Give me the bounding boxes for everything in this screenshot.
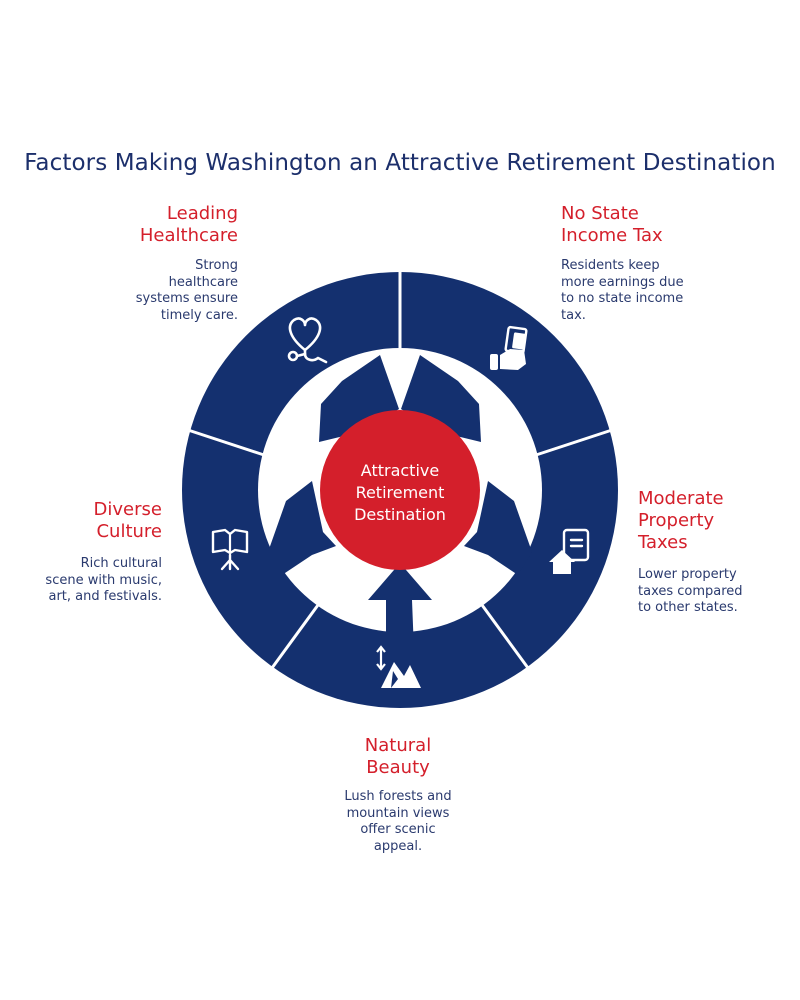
factor-heading-property-taxes: Moderate Property Taxes — [638, 488, 724, 553]
inward-arrows — [268, 355, 532, 651]
arrow-culture — [268, 481, 336, 575]
factor-heading-healthcare: Leading Healthcare — [139, 203, 238, 246]
factor-description-natural-beauty: Lush forests and mountain views offer sc… — [344, 789, 452, 854]
factor-description-culture: Rich cultural scene with music, art, and… — [45, 556, 162, 604]
factor-heading-culture: Diverse Culture — [93, 499, 162, 542]
hand-money-icon — [490, 325, 528, 370]
heart-stethoscope-icon — [287, 317, 328, 364]
center-label-line: Retirement — [355, 483, 445, 502]
house-document-icon — [549, 528, 590, 574]
center-hub — [320, 410, 480, 570]
mountains-icon — [376, 645, 421, 688]
factor-description-property-taxes: Lower property taxes compared to other s… — [638, 567, 743, 615]
page-title: Factors Making Washington an Attractive … — [24, 150, 776, 176]
factor-heading-natural-beauty: Natural Beauty — [364, 735, 432, 778]
segment-dividers — [187, 270, 613, 669]
book-easel-icon — [211, 528, 249, 571]
arrow-natural-beauty — [368, 563, 432, 651]
center-label-line: Attractive — [360, 461, 440, 480]
factor-heading-income-tax: No State Income Tax — [561, 203, 663, 246]
arrow-property-tax — [464, 481, 532, 575]
factor-description-healthcare: Strong healthcare systems ensure timely … — [135, 258, 238, 323]
factor-description-income-tax: Residents keep more earnings due to no s… — [561, 258, 684, 323]
center-label: Attractive Retirement Destination — [318, 460, 482, 526]
center-label-line: Destination — [354, 505, 446, 524]
